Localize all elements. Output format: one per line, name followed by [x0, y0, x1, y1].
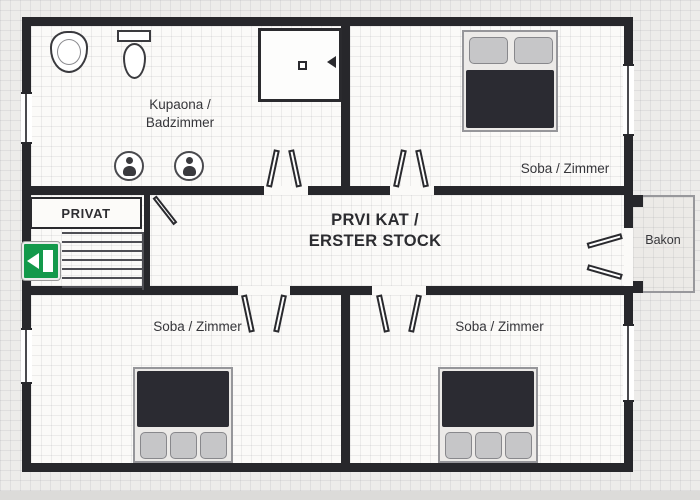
balcony-label: Bakon: [645, 233, 681, 247]
person-head: [186, 157, 193, 164]
bedroom-top-right-door-opening: [390, 186, 434, 195]
exit-door-icon: [43, 250, 53, 272]
shower-icon: [258, 28, 342, 102]
toilet-tank-icon: [117, 30, 151, 42]
stair-wall: [144, 195, 150, 286]
bed: [438, 367, 538, 463]
bed-pillow: [475, 432, 502, 459]
bathroom-door-opening: [264, 186, 308, 195]
bed-pillow: [200, 432, 227, 459]
bedroom-bottom-left-door-opening: [238, 286, 290, 295]
person-body: [183, 166, 196, 176]
hallway-wall-bottom: [22, 286, 633, 295]
bedroom-bottom-right-door-opening: [372, 286, 426, 295]
window-glass-line: [627, 66, 629, 134]
balcony-wall-stub-top: [633, 195, 643, 207]
bed-pillow: [469, 37, 508, 64]
window-glass-line: [25, 330, 27, 382]
private-label: PRIVAT: [61, 205, 111, 221]
hallway-wall-top: [22, 186, 633, 195]
shower-drain-icon: [298, 61, 307, 70]
bed: [133, 367, 233, 463]
balcony-wall-stub-bottom: [633, 281, 643, 293]
person-head: [126, 157, 133, 164]
person-body: [123, 166, 136, 176]
bedroom-bottom-left-label: Soba / Zimmer: [153, 319, 242, 334]
person-icon: [114, 151, 144, 181]
bedroom-top-right-label: Soba / Zimmer: [520, 161, 610, 176]
balcony-area: Bakon: [633, 195, 695, 293]
bed-pillow: [505, 432, 532, 459]
window-glass-line: [25, 94, 27, 142]
hallway-title-line1: PRVI KAT /: [331, 211, 419, 229]
hallway-title: PRVI KAT / ERSTER STOCK: [260, 210, 490, 252]
bed-pillow: [140, 432, 167, 459]
balcony-door-opening: [624, 228, 633, 286]
bed-pillow: [514, 37, 553, 64]
person-icon: [174, 151, 204, 181]
window: [21, 92, 32, 144]
bed-blanket: [137, 371, 229, 427]
bed-pillow: [170, 432, 197, 459]
shower-door-mark-icon: [327, 56, 336, 68]
bathroom-label: Kupaona / Badzimmer: [100, 96, 260, 132]
toilet-bowl-icon: [123, 43, 146, 79]
window: [623, 324, 634, 402]
window-glass-line: [627, 326, 629, 400]
bed-blanket: [466, 70, 554, 128]
bathroom-label-line2: Badzimmer: [145, 115, 215, 130]
bed-pillow: [445, 432, 472, 459]
exit-arrow-icon: [27, 253, 39, 269]
outer-wall-top: [22, 17, 633, 26]
window: [21, 328, 32, 384]
sink-icon: [50, 31, 88, 73]
bathroom-label-line1: Kupaona /: [149, 97, 211, 112]
emergency-exit-icon: [22, 242, 60, 280]
divider-wall-top: [341, 17, 350, 195]
hallway-title-line2: ERSTER STOCK: [308, 232, 442, 250]
bedroom-bottom-right-label: Soba / Zimmer: [455, 319, 544, 334]
divider-wall-bottom: [341, 286, 350, 472]
stairs: [62, 232, 144, 290]
window: [623, 64, 634, 136]
outer-wall-bottom: [22, 463, 633, 472]
sink-basin: [57, 39, 81, 65]
bed-blanket: [442, 371, 534, 427]
bed: [462, 30, 558, 132]
private-area-box: PRIVAT: [30, 197, 142, 229]
image-edge-strip: [0, 491, 700, 500]
